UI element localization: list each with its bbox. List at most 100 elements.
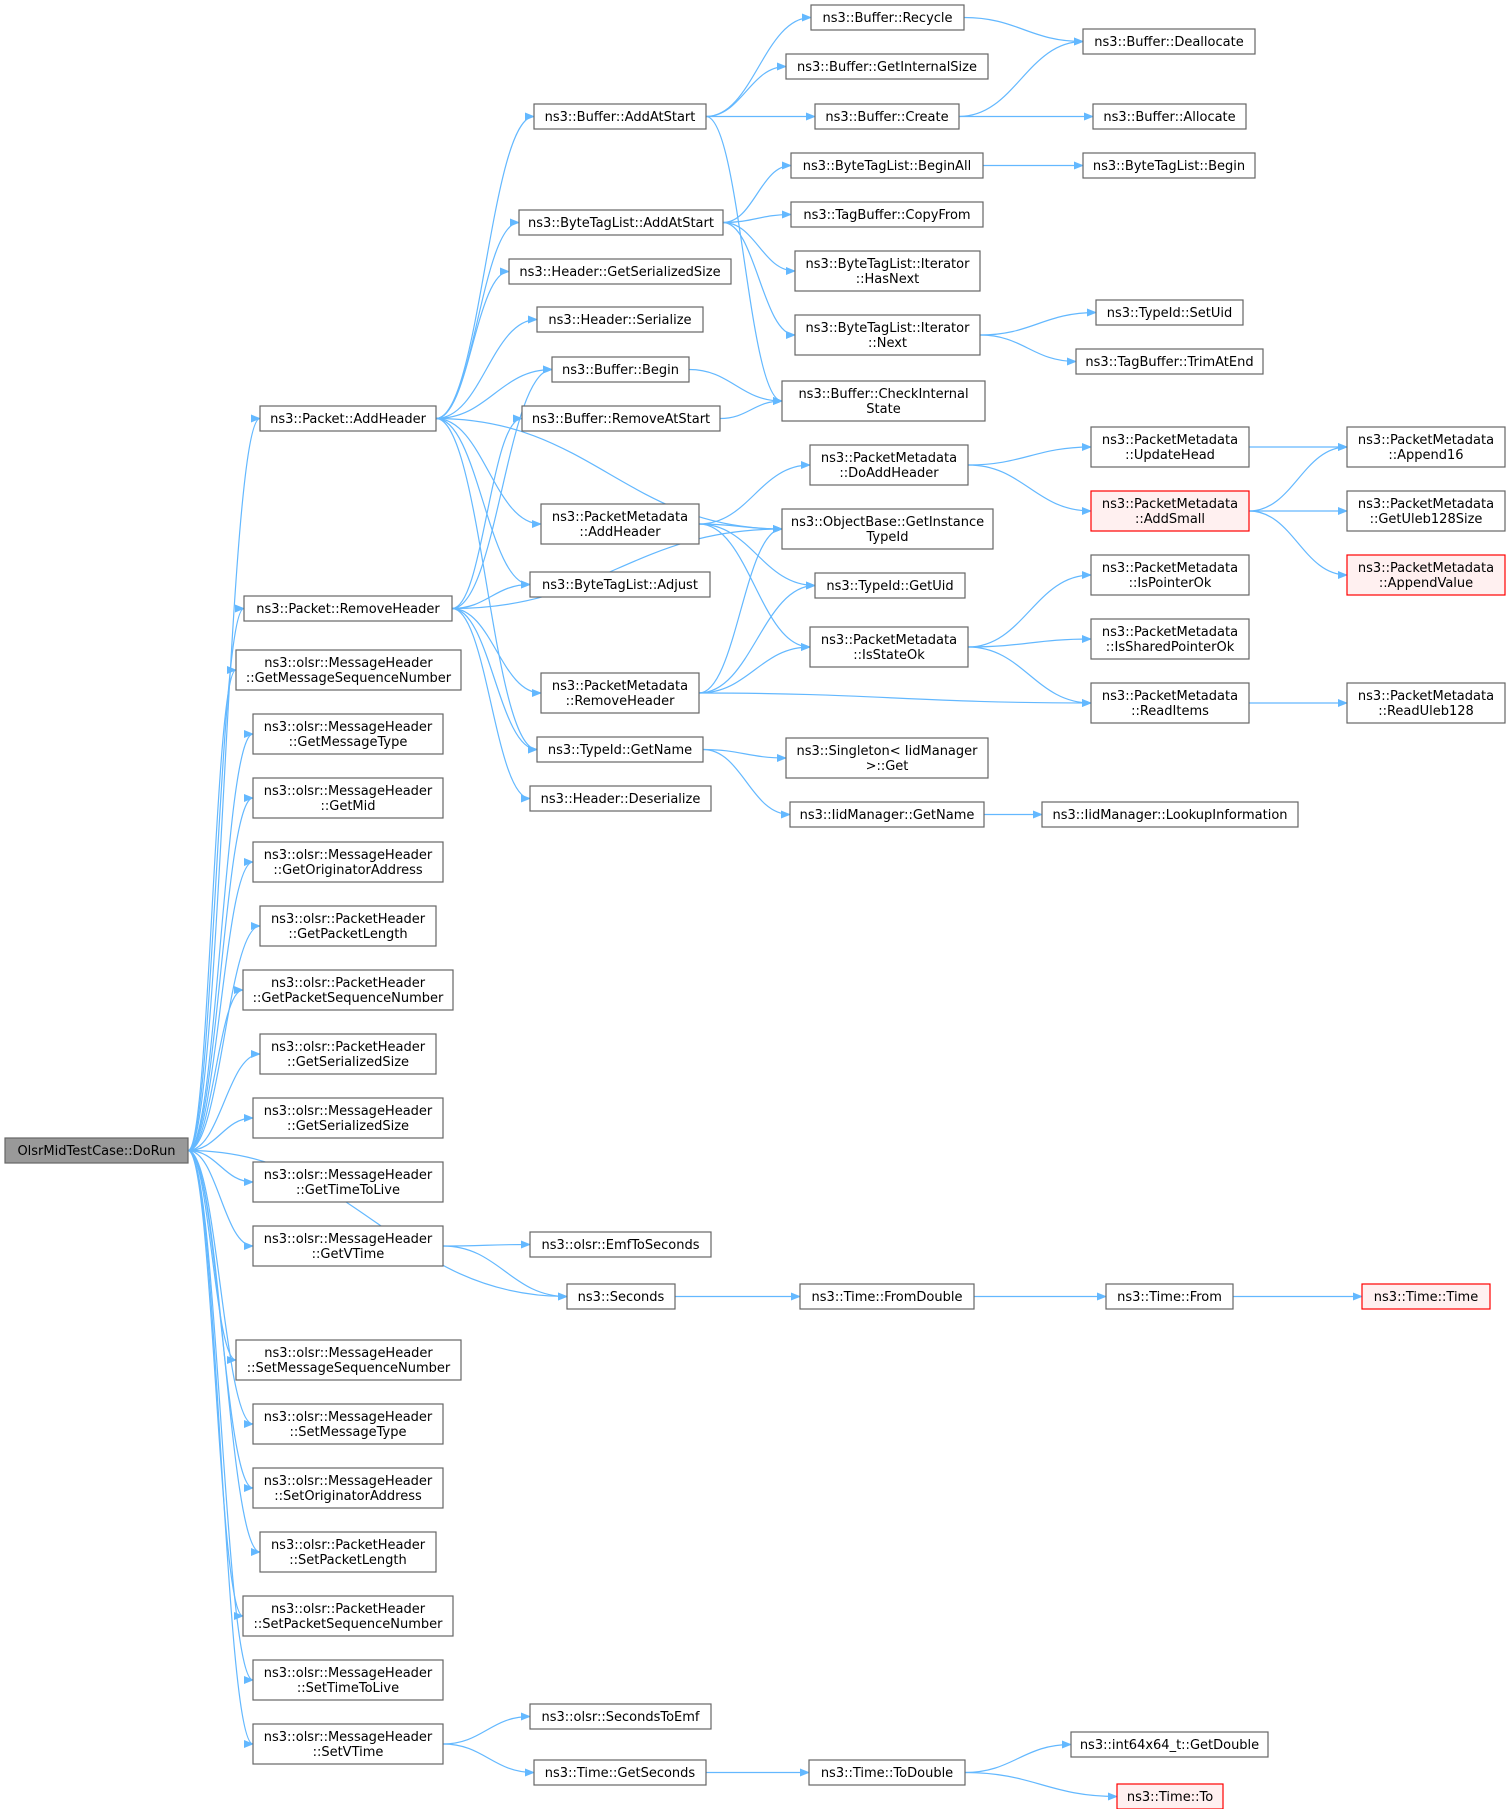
graph-node[interactable]: ns3::Time::To (1116, 1783, 1224, 1809)
node-label: ns3::Header::GetSerializedSize (519, 265, 720, 280)
graph-node[interactable]: ns3::Time::Time (1361, 1283, 1491, 1310)
graph-node[interactable]: ns3::Time::From (1105, 1283, 1234, 1310)
edge-n0-n19 (187, 1149, 254, 1684)
graph-node[interactable]: ns3::olsr::PacketHeader::GetPacketLength (259, 905, 437, 947)
graph-node[interactable]: ns3::olsr::PacketHeader::SetPacketSequen… (242, 1595, 454, 1637)
edge-n21-n35 (705, 13, 812, 118)
edge-n2-n26 (451, 414, 523, 610)
edge-n27-n46 (698, 523, 811, 651)
graph-node[interactable]: ns3::PacketMetadata::IsStateOk (809, 626, 969, 668)
node-label: ::SetPacketSequenceNumber (254, 1617, 444, 1632)
graph-node[interactable]: ns3::TypeId::GetName (536, 736, 704, 763)
graph-node[interactable]: ns3::olsr::PacketHeader::GetPacketSequen… (242, 969, 454, 1011)
graph-node[interactable]: ns3::olsr::MessageHeader::GetVTime (252, 1225, 444, 1267)
graph-node[interactable]: ns3::Time::GetSeconds (533, 1759, 707, 1786)
node-box (566, 1283, 676, 1310)
graph-node[interactable]: ns3::ByteTagList::Adjust (529, 571, 711, 598)
graph-node[interactable]: ns3::Packet::RemoveHeader (243, 595, 453, 622)
graph-node[interactable]: ns3::olsr::MessageHeader::SetOriginatorA… (252, 1467, 444, 1509)
edge-n41-n55 (979, 334, 1077, 366)
node-box (242, 969, 454, 1011)
graph-node[interactable]: ns3::PacketMetadata::GetUleb128Size (1346, 490, 1506, 532)
node-label: ns3::ByteTagList::Adjust (542, 578, 698, 593)
graph-node[interactable]: ns3::olsr::SecondsToEmf (529, 1703, 712, 1730)
graph-node[interactable]: ns3::ByteTagList::AddAtStart (518, 209, 724, 236)
graph-node[interactable]: ns3::PacketMetadata::IsPointerOk (1090, 554, 1250, 596)
edge-n20-n33 (442, 1712, 531, 1745)
graph-node[interactable]: ns3::olsr::PacketHeader::SetPacketLength (259, 1531, 437, 1573)
edge-n1-n21 (435, 112, 535, 420)
root-node[interactable]: OlsrMidTestCase::DoRun (4, 1137, 189, 1164)
edge-n1-n30 (435, 417, 538, 754)
graph-node[interactable]: ns3::PacketMetadata::ReadUleb128 (1346, 682, 1506, 724)
graph-node[interactable]: ns3::TagBuffer::CopyFrom (790, 201, 984, 228)
graph-node[interactable]: ns3::PacketMetadata::RemoveHeader (540, 672, 700, 714)
node-label: >::Get (866, 759, 909, 774)
graph-node[interactable]: ns3::ByteTagList::Begin (1082, 152, 1256, 179)
edge-n22-n40 (722, 221, 796, 275)
graph-node[interactable]: ns3::Header::Deserialize (529, 785, 712, 812)
node-label: ::GetSerializedSize (287, 1119, 409, 1134)
node-box (235, 649, 462, 691)
graph-node[interactable]: ns3::ByteTagList::Iterator::Next (794, 314, 981, 356)
graph-node[interactable]: ns3::olsr::MessageHeader::SetMessageSequ… (235, 1339, 462, 1381)
graph-node[interactable]: ns3::Header::GetSerializedSize (508, 258, 732, 285)
graph-node[interactable]: ns3::PacketMetadata::AddSmall (1090, 490, 1250, 532)
graph-node[interactable]: ns3::PacketMetadata::IsSharedPointerOk (1090, 618, 1250, 660)
graph-node[interactable]: ns3::Buffer::GetInternalSize (785, 53, 989, 80)
graph-node[interactable]: ns3::int64x64_t::GetDouble (1070, 1731, 1269, 1758)
graph-node[interactable]: ns3::TagBuffer::TrimAtEnd (1075, 348, 1264, 375)
graph-node[interactable]: ns3::olsr::MessageHeader::SetMessageType (252, 1403, 444, 1445)
node-label: ns3::IidManager::GetName (800, 808, 975, 823)
edge-n0-n10 (187, 1114, 254, 1152)
graph-node[interactable]: ns3::Buffer::Allocate (1092, 103, 1247, 130)
node-label: ns3::Buffer::Recycle (822, 11, 952, 26)
graph-node[interactable]: ns3::Buffer::Create (814, 103, 960, 130)
graph-node[interactable]: ns3::olsr::MessageHeader::SetVTime (252, 1723, 444, 1765)
graph-node[interactable]: ns3::IidManager::LookupInformation (1041, 801, 1299, 828)
graph-node[interactable]: ns3::Packet::AddHeader (259, 405, 437, 432)
graph-node[interactable]: ns3::TypeId::GetUid (814, 572, 966, 599)
graph-node[interactable]: ns3::Buffer::Begin (551, 356, 690, 383)
graph-node[interactable]: ns3::Time::ToDouble (808, 1759, 966, 1786)
graph-node[interactable]: ns3::olsr::MessageHeader::GetOriginatorA… (252, 841, 444, 883)
graph-node[interactable]: ns3::PacketMetadata::DoAddHeader (809, 444, 969, 486)
graph-node[interactable]: ns3::Buffer::Deallocate (1082, 28, 1256, 55)
graph-node[interactable]: ns3::Time::FromDouble (799, 1283, 975, 1310)
node-box (1346, 682, 1506, 724)
graph-node[interactable]: ns3::olsr::MessageHeader::GetMessageSequ… (235, 649, 462, 691)
graph-node[interactable]: ns3::PacketMetadata::UpdateHead (1090, 426, 1250, 468)
edge-n0-n6 (187, 858, 254, 1152)
graph-node[interactable]: ns3::Buffer::AddAtStart (533, 103, 707, 130)
graph-node[interactable]: ns3::ByteTagList::BeginAll (790, 152, 984, 179)
graph-node[interactable]: ns3::IidManager::GetName (789, 801, 985, 828)
graph-node[interactable]: ns3::olsr::PacketHeader::GetSerializedSi… (259, 1033, 437, 1075)
edge-n29-n45 (698, 581, 816, 694)
node-label: ::ReadUleb128 (1378, 704, 1474, 719)
graph-node[interactable]: ns3::olsr::MessageHeader::SetTimeToLive (252, 1659, 444, 1701)
graph-node[interactable]: ns3::Seconds (566, 1283, 676, 1310)
graph-node[interactable]: ns3::PacketMetadata::ReadItems (1090, 682, 1250, 724)
graph-node[interactable]: ns3::olsr::MessageHeader::GetMid (252, 777, 444, 819)
graph-node[interactable]: ns3::PacketMetadata::AddHeader (540, 503, 700, 545)
graph-node[interactable]: ns3::olsr::EmfToSeconds (529, 1231, 712, 1258)
node-label: ::GetPacketLength (288, 927, 407, 942)
graph-node[interactable]: ns3::PacketMetadata::AppendValue (1346, 554, 1506, 596)
edge-n29-n46 (698, 643, 811, 694)
graph-node[interactable]: ns3::ByteTagList::Iterator::HasNext (794, 250, 981, 292)
graph-node[interactable]: ns3::olsr::MessageHeader::GetMessageType (252, 713, 444, 755)
graph-node[interactable]: ns3::olsr::MessageHeader::GetSerializedS… (252, 1097, 444, 1139)
node-label: ns3::TagBuffer::TrimAtEnd (1085, 355, 1253, 370)
graph-node[interactable]: ns3::olsr::MessageHeader::GetTimeToLive (252, 1161, 444, 1203)
node-box (781, 380, 986, 422)
graph-node[interactable]: ns3::PacketMetadata::Append16 (1346, 426, 1506, 468)
graph-node[interactable]: ns3::Buffer::Recycle (810, 4, 965, 31)
edge-n0-n5 (187, 794, 254, 1152)
graph-node[interactable]: ns3::Header::Serialize (536, 306, 704, 333)
graph-node[interactable]: ns3::TypeId::SetUid (1095, 299, 1244, 326)
node-label: ::IsSharedPointerOk (1106, 640, 1235, 655)
graph-node[interactable]: ns3::Singleton< IidManager >::Get (785, 737, 989, 779)
graph-node[interactable]: ns3::Buffer::RemoveAtStart (521, 405, 721, 432)
